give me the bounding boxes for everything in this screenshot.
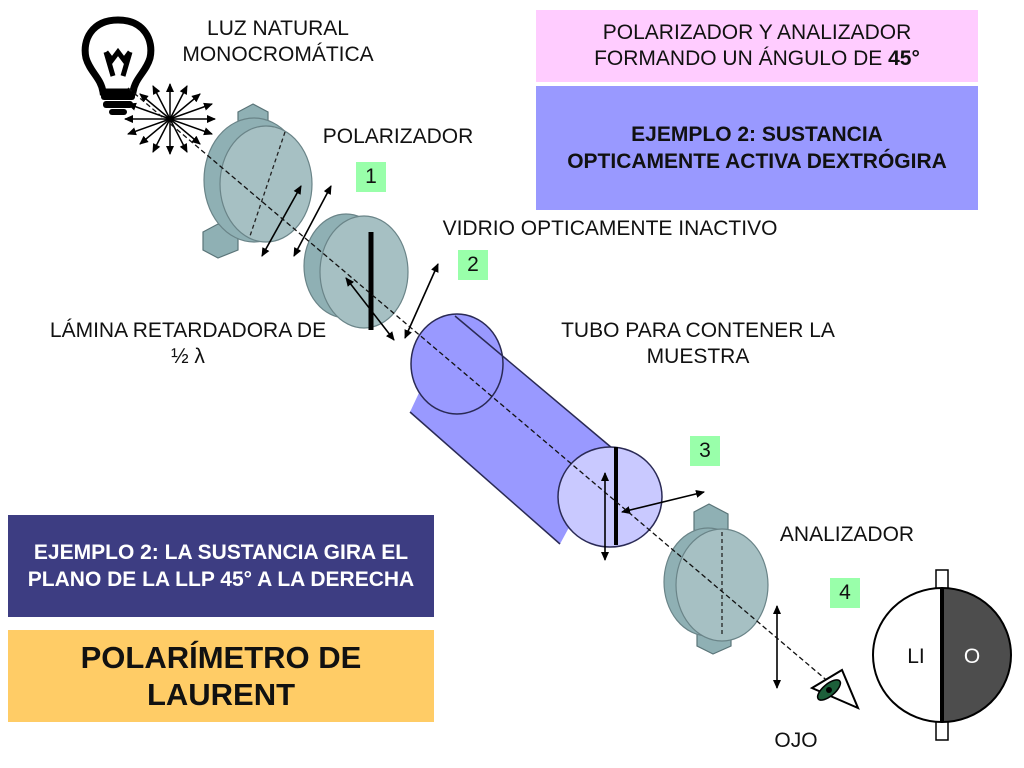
retarder-label-line1: LÁMINA RETARDADORA DE <box>49 319 327 342</box>
angle-info-box: POLARIZADOR Y ANALIZADOR FORMANDO UN ÁNG… <box>536 10 978 82</box>
light-burst <box>124 83 216 155</box>
example-heading-box: EJEMPLO 2: SUSTANCIA OPTICAMENTE ACTIVA … <box>536 86 978 210</box>
marker-2: 2 <box>458 250 488 280</box>
retarder-label: LÁMINA RETARDADORA DE ½ λ <box>10 318 366 369</box>
rotation-info-box: EJEMPLO 2: LA SUSTANCIA GIRA EL PLANO DE… <box>8 515 434 617</box>
angle-info-text: POLARIZADOR Y ANALIZADOR FORMANDO UN ÁNG… <box>594 20 920 70</box>
field-of-view <box>872 569 1012 741</box>
glass-label: VIDRIO OPTICAMENTE INACTIVO <box>442 217 778 240</box>
analyzer-cylinder <box>663 503 769 655</box>
field-right-label: O <box>963 645 981 668</box>
angle-value: 45° <box>888 47 920 70</box>
light-bulb-icon <box>81 16 155 115</box>
analyzer-label: ANALIZADOR <box>779 523 915 546</box>
polarization-arrows <box>261 185 439 341</box>
retarder-label-line2: ½ λ <box>171 344 205 368</box>
polarizer-label: POLARIZADOR <box>322 125 474 148</box>
marker-3: 3 <box>690 436 720 466</box>
optical-axis <box>127 87 851 701</box>
eye-label: OJO <box>774 729 818 752</box>
eye-icon <box>809 668 860 710</box>
polarizer-cylinder <box>202 103 313 259</box>
page-title: POLARÍMETRO DE LAURENT <box>8 630 434 722</box>
marker-4: 4 <box>830 578 860 608</box>
light-source-label: LUZ NATURAL MONOCROMÁTICA <box>182 17 374 66</box>
marker-1: 1 <box>356 162 386 192</box>
field-left-label: LI <box>907 645 925 668</box>
tube-label: TUBO PARA CONTENER LA MUESTRA <box>561 319 835 368</box>
